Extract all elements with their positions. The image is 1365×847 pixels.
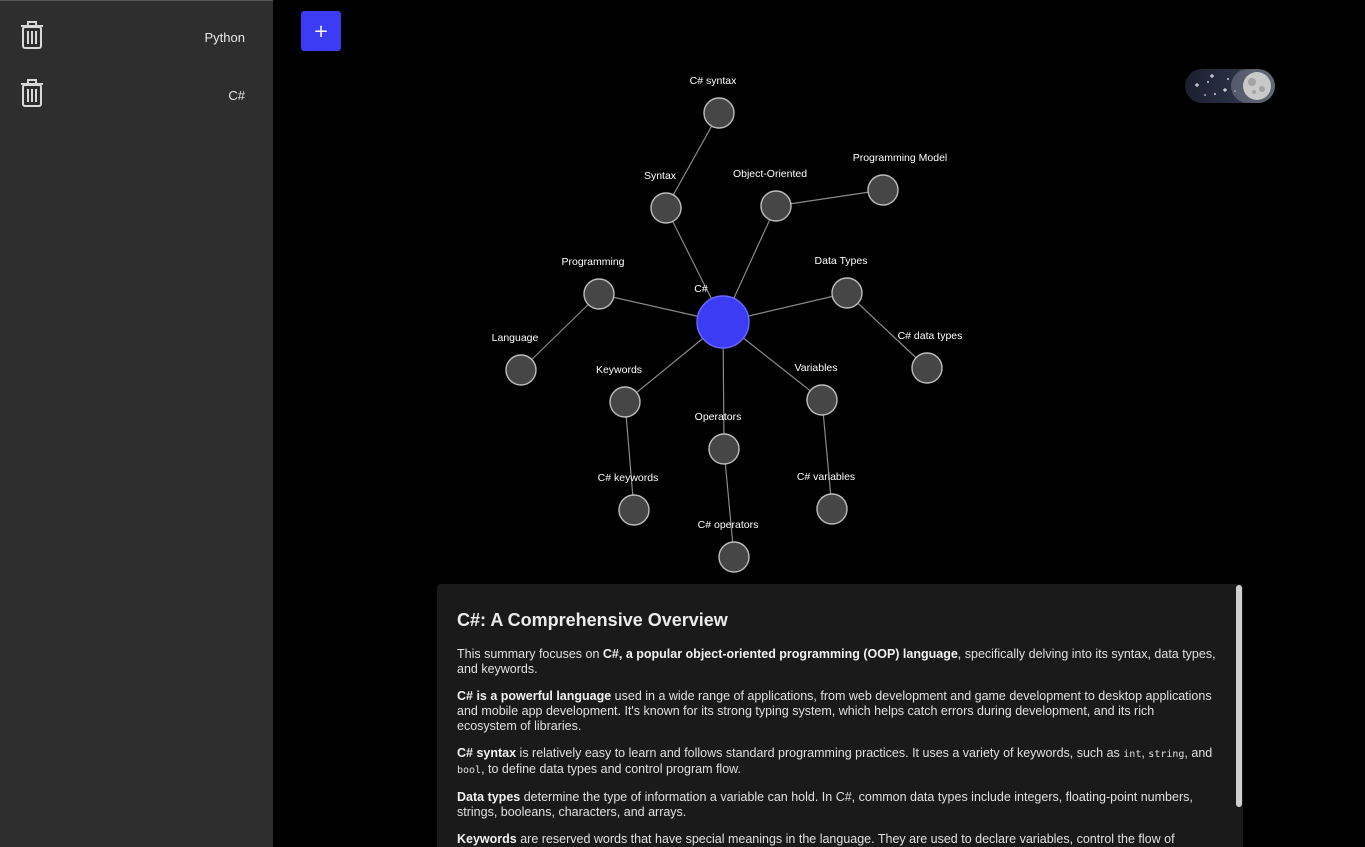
- graph-node-programming[interactable]: Programming: [561, 256, 625, 310]
- graph-node-operators[interactable]: Operators: [695, 411, 742, 465]
- graph-edge: [821, 399, 833, 510]
- trash-icon[interactable]: [20, 21, 44, 49]
- node-circle[interactable]: [867, 174, 899, 206]
- graph-edge: [624, 401, 635, 511]
- add-session-button[interactable]: +: [301, 11, 341, 51]
- summary-paragraph: Keywords are reserved words that have sp…: [457, 832, 1175, 846]
- node-circle[interactable]: [718, 541, 750, 573]
- node-label: Keywords: [596, 364, 642, 376]
- graph-node-language[interactable]: Language: [492, 332, 539, 386]
- trash-icon[interactable]: [20, 79, 44, 107]
- sidebar-item-label: Python: [204, 30, 245, 45]
- summary-paragraph: Data types determine the type of informa…: [457, 790, 1193, 819]
- theme-toggle[interactable]: [1185, 69, 1275, 103]
- node-circle[interactable]: [609, 386, 641, 418]
- node-label: Object-Oriented: [733, 168, 807, 180]
- node-label: Programming Model: [853, 152, 948, 164]
- graph-node-csvariables[interactable]: C# variables: [797, 471, 855, 525]
- node-label: C# operators: [698, 519, 759, 531]
- graph-node-csdatatypes[interactable]: C# data types: [898, 330, 963, 384]
- moon-icon: [1243, 72, 1271, 100]
- summary-paragraph: C# is a powerful language used in a wide…: [457, 689, 1212, 733]
- graph-node-syntax[interactable]: Syntax: [644, 170, 682, 224]
- graph-node-keywords[interactable]: Keywords: [596, 364, 642, 418]
- graph-node-csharp[interactable]: C#: [694, 283, 750, 349]
- graph-edge: [775, 189, 884, 207]
- sidebar-item-csharp[interactable]: C#: [0, 79, 273, 129]
- node-label: Language: [492, 332, 539, 344]
- sidebar: Python C#: [0, 0, 273, 847]
- graph-edge: [520, 293, 600, 371]
- graph-node-datatypes[interactable]: Data Types: [815, 255, 868, 309]
- node-circle[interactable]: [583, 278, 615, 310]
- node-circle[interactable]: [703, 97, 735, 129]
- sidebar-item-label: C#: [228, 88, 245, 103]
- node-label: Variables: [795, 362, 838, 374]
- center-node-circle[interactable]: [696, 295, 750, 349]
- node-circle[interactable]: [760, 190, 792, 222]
- node-label: Data Types: [815, 255, 868, 267]
- node-circle[interactable]: [650, 192, 682, 224]
- graph-edge: [846, 292, 928, 369]
- summary-title: C#: A Comprehensive Overview: [457, 610, 728, 630]
- sidebar-item-python[interactable]: Python: [0, 21, 273, 71]
- node-circle[interactable]: [806, 384, 838, 416]
- graph-node-oo[interactable]: Object-Oriented: [733, 168, 807, 222]
- node-label: C# data types: [898, 330, 963, 342]
- summary-scrollbar[interactable]: [1236, 585, 1242, 807]
- graph-edge: [665, 112, 720, 209]
- graph-node-pm[interactable]: Programming Model: [853, 152, 948, 206]
- node-label: C#: [694, 283, 708, 295]
- graph-node-csoperators[interactable]: C# operators: [698, 519, 759, 573]
- node-circle[interactable]: [831, 277, 863, 309]
- node-label: Programming: [561, 256, 624, 268]
- summary-paragraph: C# syntax is relatively easy to learn an…: [457, 746, 1213, 776]
- node-circle[interactable]: [505, 354, 537, 386]
- node-circle[interactable]: [618, 494, 650, 526]
- node-label: Operators: [695, 411, 742, 423]
- graph-node-variables[interactable]: Variables: [795, 362, 838, 416]
- graph-node-cskeywords[interactable]: C# keywords: [598, 472, 659, 526]
- node-label: Syntax: [644, 170, 677, 182]
- graph-edge: [723, 448, 735, 558]
- graph-node-csyntax[interactable]: C# syntax: [690, 75, 737, 129]
- node-label: C# syntax: [690, 75, 737, 87]
- node-circle[interactable]: [911, 352, 943, 384]
- summary-paragraph: This summary focuses on C#, a popular ob…: [457, 647, 1216, 676]
- summary-panel: C#: A Comprehensive Overview This summar…: [437, 584, 1243, 847]
- node-label: C# variables: [797, 471, 855, 483]
- node-circle[interactable]: [708, 433, 740, 465]
- node-circle[interactable]: [816, 493, 848, 525]
- node-label: C# keywords: [598, 472, 659, 484]
